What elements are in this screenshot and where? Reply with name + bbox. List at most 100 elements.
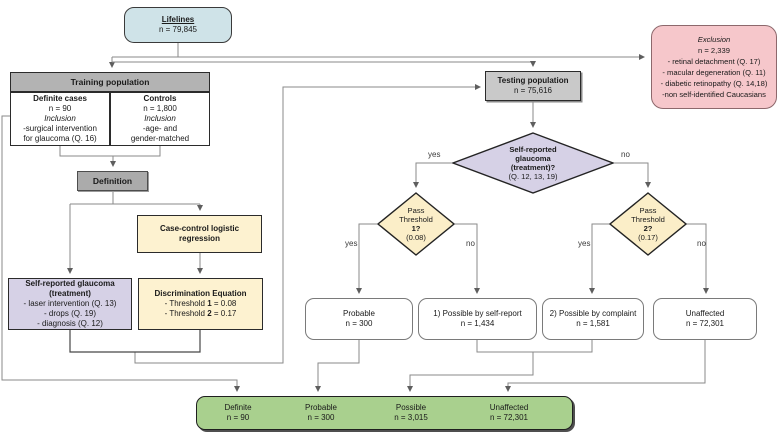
threshold-2-value: = 0.17 xyxy=(211,309,237,318)
possible-complaint-title: 2) Possible by complaint xyxy=(549,309,637,318)
final-cell-unaffected: Unaffected n = 72,301 xyxy=(469,397,549,429)
definite-inclusion-line: -surgical intervention xyxy=(23,124,97,133)
possible-by-complaint-node: 2) Possible by complaint n = 1,581 xyxy=(542,298,644,340)
threshold-diamond-value: (0.08) xyxy=(406,233,426,243)
definite-cases-node: Definite cases n = 90 Inclusion -surgica… xyxy=(10,92,110,146)
definite-inclusion-label: Inclusion xyxy=(44,114,76,123)
final-cell-title: Definite xyxy=(224,403,252,412)
possible-self-title: 1) Possible by self-report xyxy=(433,309,522,318)
edge-training-output-bracket xyxy=(69,330,201,353)
probable-title: Probable xyxy=(342,309,376,318)
edge-label-no: no xyxy=(621,150,630,159)
edge-t2-yes xyxy=(589,223,610,294)
edge-label-yes: yes xyxy=(428,150,441,159)
diamond-shape xyxy=(452,132,614,194)
threshold-2-diamond-text: Pass Threshold 2? (0.17) xyxy=(631,206,665,243)
edge-label-no: no xyxy=(697,239,706,248)
definite-cases-n: n = 90 xyxy=(48,104,72,113)
decision-line: glaucoma xyxy=(515,153,551,163)
unaffected-title: Unaffected xyxy=(685,309,725,318)
edge-label-no: no xyxy=(466,239,475,248)
final-cell-n: n = 3,015 xyxy=(394,413,428,422)
lifelines-n: n = 79,845 xyxy=(158,25,198,34)
controls-inclusion-line: -age- and xyxy=(142,124,178,133)
threshold-2-num: 2 xyxy=(207,309,212,318)
exclusion-title: Exclusion xyxy=(697,35,731,44)
final-cell-possible: Possible n = 3,015 xyxy=(371,397,451,429)
testing-population-node: Testing population n = 75,616 xyxy=(485,71,581,101)
threshold-1-num: 1 xyxy=(207,299,212,308)
edge-t2-no xyxy=(686,223,709,294)
final-cell-n: n = 72,301 xyxy=(489,413,529,422)
exclusion-n: n = 2,339 xyxy=(698,46,730,55)
exclusion-item: - diabetic retinopathy (Q. 14,18) xyxy=(660,79,768,88)
definition-label: Definition xyxy=(92,176,133,186)
final-cell-title: Probable xyxy=(304,403,338,412)
threshold-1-line: - Threshold 1 = 0.08 xyxy=(165,299,237,309)
exclusion-node: Exclusion n = 2,339 - retinal detachment… xyxy=(651,25,777,109)
self-reported-decision-diamond: Self-reported glaucoma (treatment)? (Q. … xyxy=(452,132,614,194)
exclusion-item: - retinal detachment (Q. 17) xyxy=(667,57,761,66)
possible-by-self-report-node: 1) Possible by self-report n = 1,434 xyxy=(418,298,537,340)
self-reported-title: Self-reported glaucoma xyxy=(25,279,115,288)
definite-inclusion-line: for glaucoma (Q. 16) xyxy=(23,134,97,143)
lifelines-node: Lifelines n = 79,845 xyxy=(124,7,232,43)
self-reported-glaucoma-node: Self-reported glaucoma (treatment) - las… xyxy=(8,278,132,330)
edge-t1-no xyxy=(455,223,480,294)
final-classification-node: Definite n = 90 Probable n = 300 Possibl… xyxy=(196,396,573,430)
diamond-shape xyxy=(377,192,455,256)
final-cell-probable: Probable n = 300 xyxy=(281,397,361,429)
possible-complaint-n: n = 1,581 xyxy=(576,319,610,328)
exclusion-item: -non self-identified Caucasians xyxy=(662,90,766,99)
pass-threshold-1-diamond: Pass Threshold 1? (0.08) xyxy=(377,192,455,256)
self-reported-item: - laser intervention (Q. 13) xyxy=(23,299,117,308)
threshold-diamond-line: Threshold xyxy=(631,214,665,224)
unaffected-node: Unaffected n = 72,301 xyxy=(653,298,757,340)
decision-diamond-text: Self-reported glaucoma (treatment)? (Q. … xyxy=(509,145,558,182)
threshold-1-value: = 0.08 xyxy=(211,299,237,308)
edge-definition-split xyxy=(70,191,200,205)
threshold-2-line: - Threshold 2 = 0.17 xyxy=(165,309,237,319)
diamond-shape xyxy=(609,192,687,256)
edge-t1-yes xyxy=(356,223,377,294)
threshold-diamond-line: Pass xyxy=(639,205,657,215)
threshold-diamond-num: 1? xyxy=(411,224,421,233)
edge-unaffected-to-final xyxy=(505,340,706,392)
testing-n: n = 75,616 xyxy=(513,86,553,95)
discrimination-title: Discrimination Equation xyxy=(154,289,247,298)
self-reported-item: - drops (Q. 19) xyxy=(43,309,96,318)
decision-line: Self-reported xyxy=(509,144,557,154)
controls-inclusion-label: Inclusion xyxy=(144,114,176,123)
edge-definite-merge xyxy=(59,146,161,157)
controls-inclusion-line: gender-matched xyxy=(130,134,190,143)
unaffected-n: n = 72,301 xyxy=(685,319,725,328)
threshold-1-diamond-text: Pass Threshold 1? (0.08) xyxy=(399,206,433,243)
lifelines-title: Lifelines xyxy=(161,15,195,24)
self-reported-title2: (treatment) xyxy=(49,289,91,298)
edge-possible-to-final xyxy=(407,352,534,392)
regression-line: regression xyxy=(179,234,220,243)
threshold-2-pre: - Threshold xyxy=(164,309,208,318)
edge-label-yes: yes xyxy=(578,239,591,248)
definite-cases-title: Definite cases xyxy=(33,94,87,103)
edge-loop-to-testing xyxy=(134,84,481,364)
edge-label-yes: yes xyxy=(345,239,358,248)
controls-node: Controls n = 1,800 Inclusion -age- and g… xyxy=(110,92,210,146)
regression-node: Case-control logistic regression xyxy=(137,215,262,253)
threshold-diamond-line: Threshold xyxy=(399,214,433,224)
threshold-1-pre: - Threshold xyxy=(164,299,208,308)
edge-main-yes xyxy=(413,162,453,188)
threshold-diamond-num: 2? xyxy=(643,224,653,233)
final-cell-title: Possible xyxy=(395,403,427,412)
probable-n: n = 300 xyxy=(345,319,373,328)
final-cell-definite: Definite n = 90 xyxy=(198,397,278,429)
controls-title: Controls xyxy=(143,94,177,103)
threshold-diamond-value: (0.17) xyxy=(638,233,658,243)
possible-self-n: n = 1,434 xyxy=(460,319,495,328)
decision-questions: (Q. 12, 13, 19) xyxy=(508,172,558,182)
training-population-label: Training population xyxy=(70,77,150,87)
edge-definite-to-final xyxy=(1,115,240,392)
edge-probable-to-final xyxy=(315,340,360,392)
